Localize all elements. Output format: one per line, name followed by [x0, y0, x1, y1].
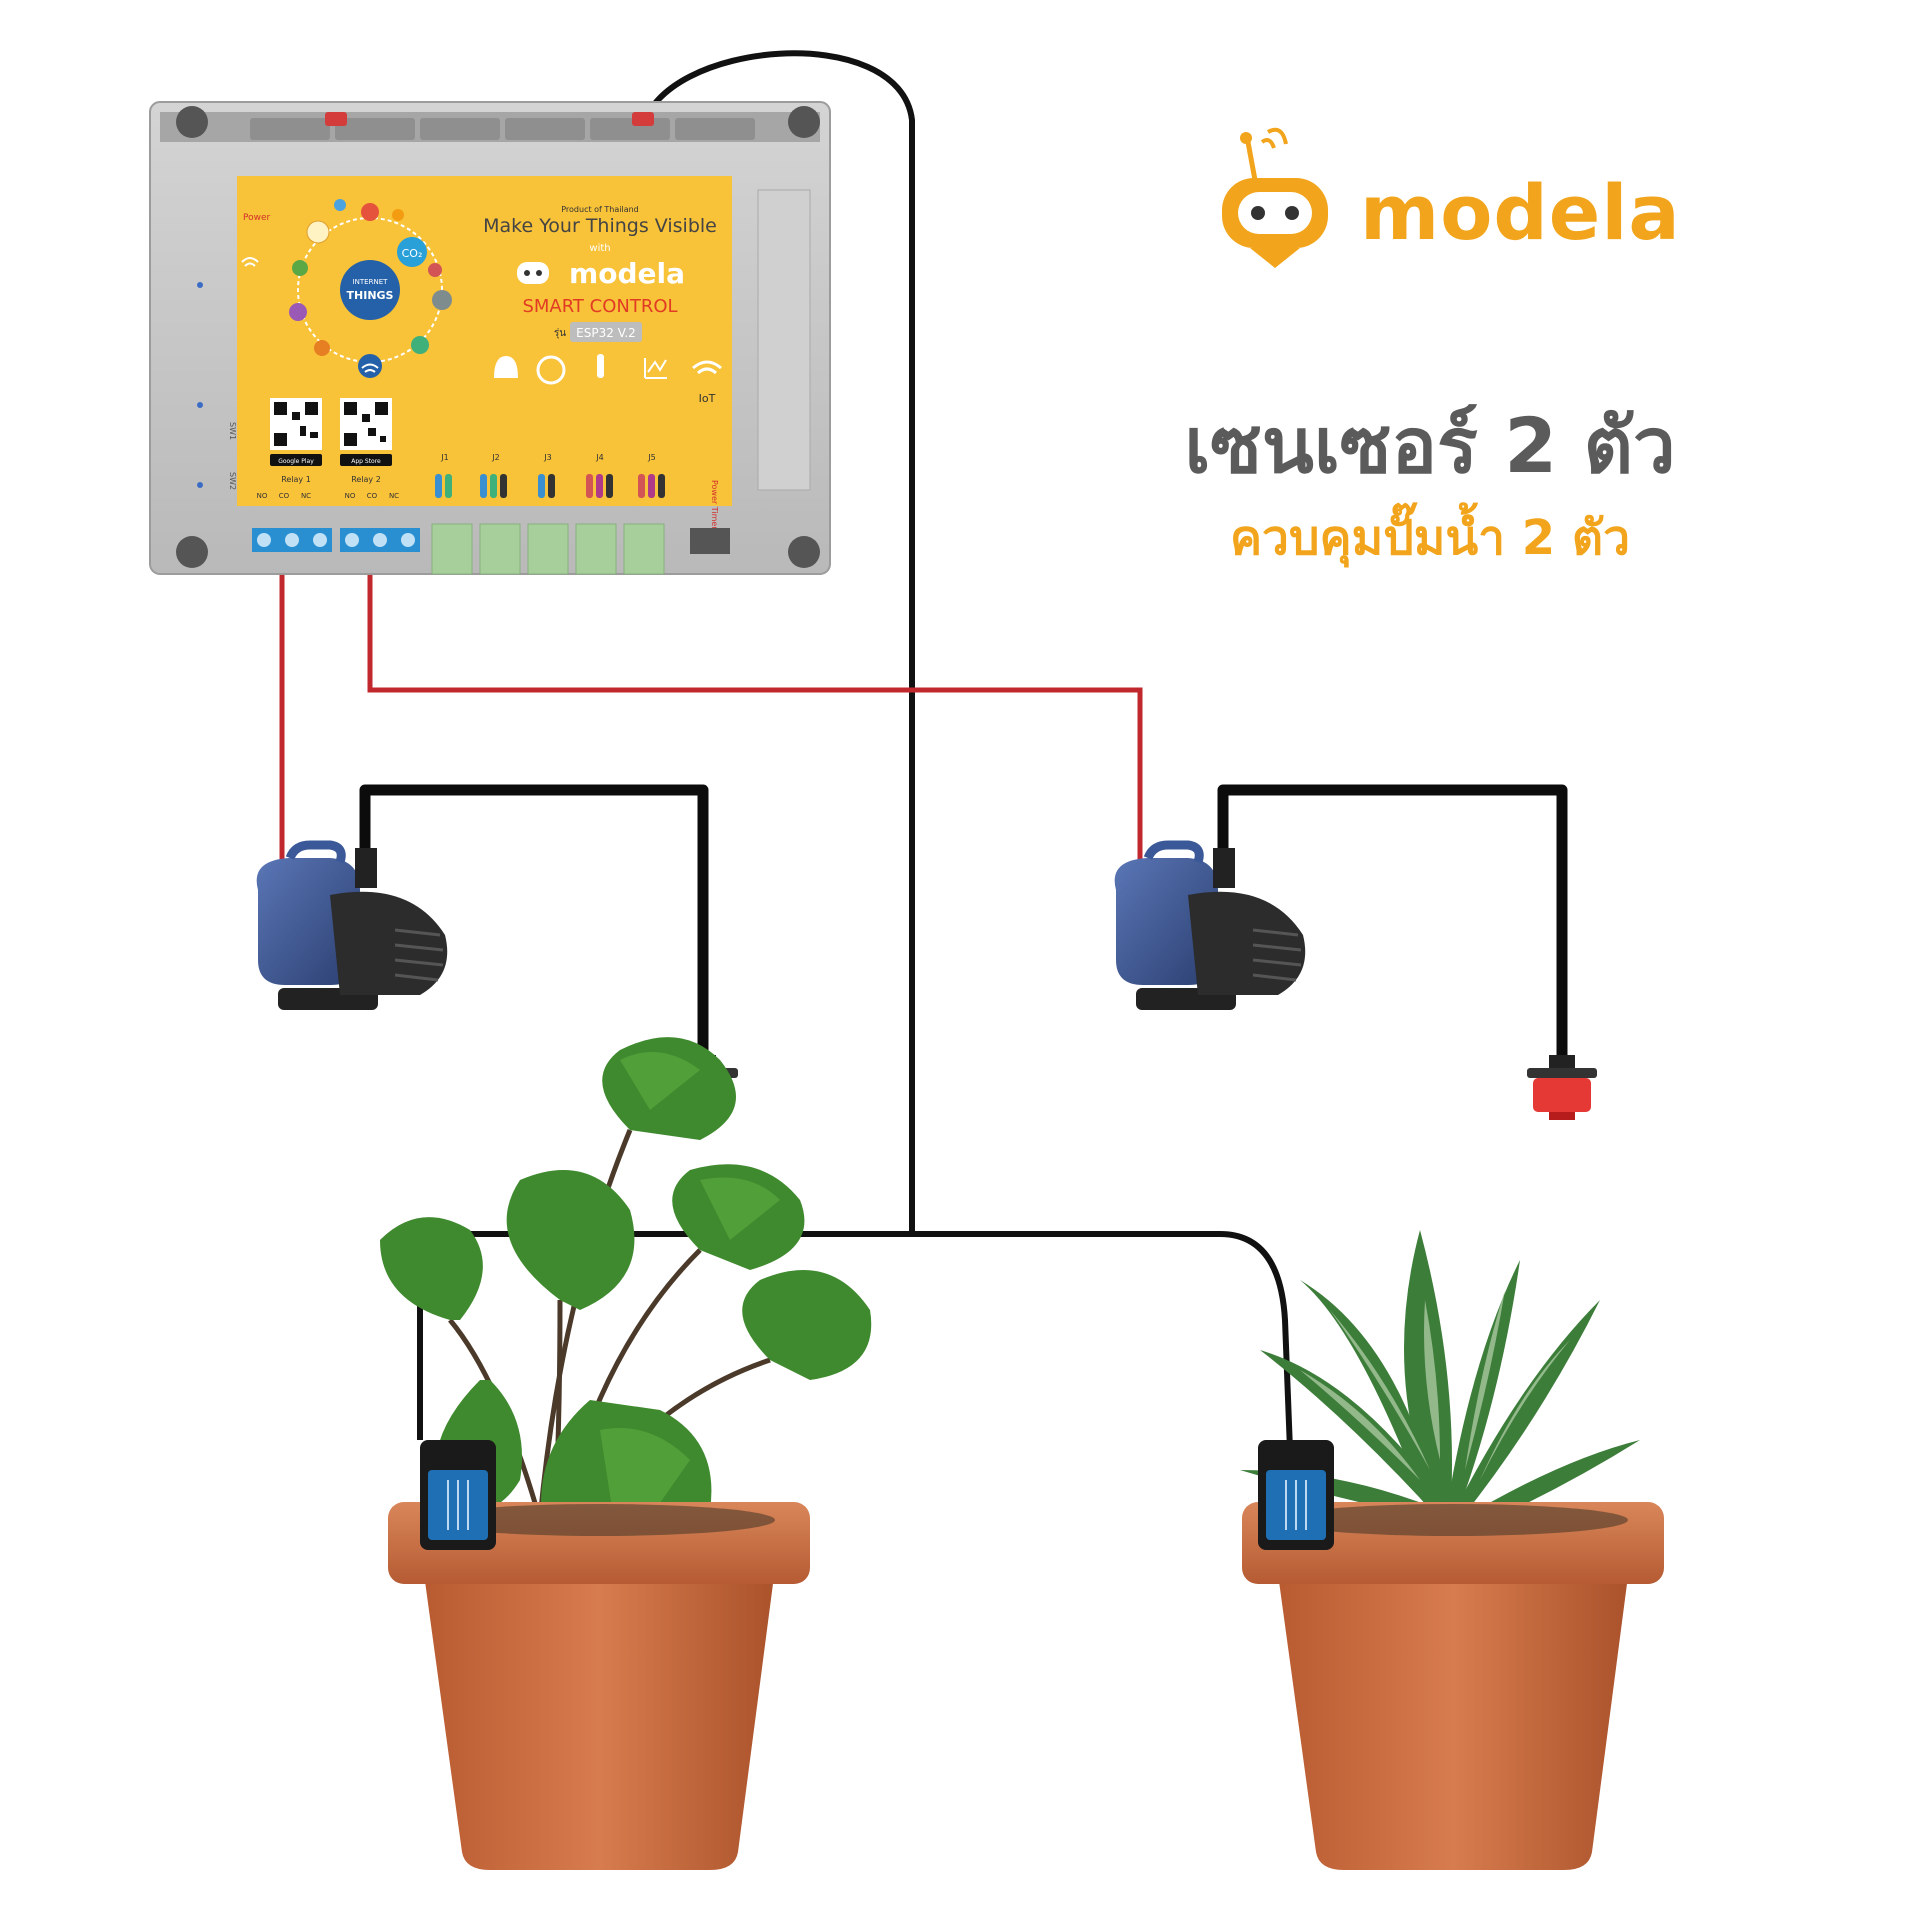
- soil-moisture-sensor-1: [420, 1440, 496, 1550]
- relay1-label: Relay 1: [281, 475, 311, 484]
- modela-logo-icon: [1222, 127, 1328, 268]
- mount-hole: [788, 106, 820, 138]
- smart-controller: Power INTERNET THINGS CO₂ Product of Tha…: [149, 101, 831, 575]
- water-tubes: [359, 784, 1568, 1060]
- power-connector: [690, 528, 730, 554]
- model-name: ESP32 V.2: [576, 326, 636, 340]
- relay2-terminal-nc: NC: [389, 492, 399, 500]
- co2-label: CO₂: [402, 247, 423, 260]
- relay2-terminal-no: NO: [345, 492, 356, 500]
- pot-1: [388, 1502, 810, 1870]
- power-label: Power: [243, 213, 271, 223]
- product-origin: Product of Thailand: [561, 205, 639, 214]
- port-label-j3: J3: [543, 453, 551, 462]
- dripper-2: [1527, 1055, 1597, 1120]
- modela-mini-logo-icon: [517, 262, 549, 284]
- mount-hole: [788, 536, 820, 568]
- chart-icon: [644, 358, 667, 379]
- switch2-label: SW2: [228, 472, 237, 490]
- qr-code-android: [270, 398, 322, 450]
- qr-code-ios: [340, 398, 392, 450]
- tagline: Make Your Things Visible: [483, 215, 717, 237]
- relay1-terminal-no: NO: [257, 492, 268, 500]
- port-label-j4: J4: [595, 453, 603, 462]
- switch1-label: SW1: [228, 422, 237, 440]
- port-label-j1: J1: [440, 453, 448, 462]
- iot-graphic: INTERNET THINGS CO₂: [289, 199, 452, 378]
- panel-logo-text: modela: [569, 257, 685, 290]
- mount-hole: [176, 536, 208, 568]
- bell-icon: [494, 356, 518, 378]
- headline-subtitle: ควบคุมปั๊มน้ำ 2 ตัว: [1229, 510, 1631, 566]
- sensor-connectors: [431, 523, 665, 575]
- with-label: with: [589, 243, 610, 254]
- port-label-j2: J2: [491, 453, 499, 462]
- iot-label: IoT: [699, 392, 716, 405]
- relay-wires: [279, 545, 1143, 860]
- water-pump-2: [1114, 840, 1306, 1010]
- power-timer-label: Power Timer: [710, 480, 719, 530]
- product-name: SMART CONTROL: [522, 296, 677, 317]
- relay1-terminal-nc: NC: [301, 492, 311, 500]
- headline-title: เซนเซอร์ 2 ตัว: [1184, 401, 1676, 490]
- iot-badge-line2: THINGS: [347, 289, 394, 302]
- relay2-terminal-co: CO: [367, 492, 378, 500]
- soil-moisture-sensor-2: [1258, 1440, 1334, 1550]
- model-prefix: รุ่น: [554, 328, 566, 339]
- feature-icons: [494, 354, 722, 385]
- pot-2: [1242, 1502, 1664, 1870]
- relay1-terminal-co: CO: [279, 492, 290, 500]
- app-store-label: App Store: [351, 458, 381, 465]
- port-label-j5: J5: [647, 453, 655, 462]
- wifi-icon: [692, 360, 722, 375]
- water-pump-1: [256, 840, 448, 1010]
- relay2-label: Relay 2: [351, 475, 381, 484]
- iot-badge-line1: INTERNET: [353, 278, 389, 286]
- wifi-icon: [241, 257, 259, 267]
- thermometer-icon: [597, 354, 604, 378]
- plant-2: [1240, 1230, 1640, 1530]
- clock-icon: [536, 355, 566, 385]
- relay-terminal-blocks: [252, 528, 420, 552]
- google-play-label: Google Play: [278, 458, 314, 465]
- brand-name: modela: [1360, 168, 1681, 257]
- wifi-icon: [361, 363, 379, 373]
- mount-hole: [176, 106, 208, 138]
- sensor-ports: J1 J2 J3 J4 J5: [435, 453, 665, 498]
